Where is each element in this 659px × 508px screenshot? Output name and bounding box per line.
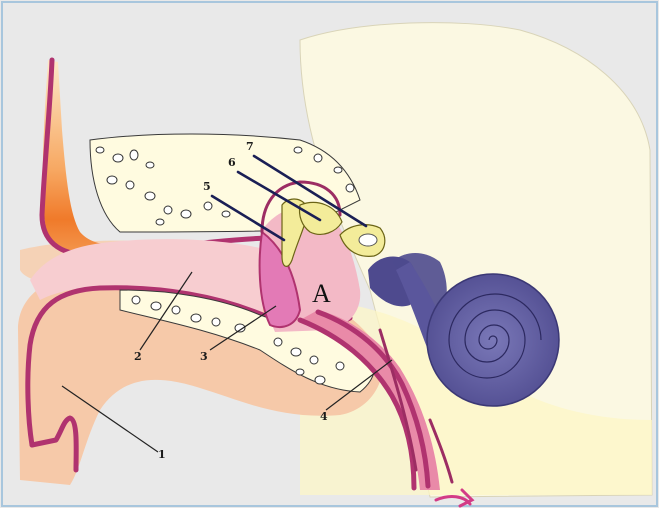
- oval-window: [359, 234, 377, 246]
- label-A: A: [312, 279, 331, 308]
- label-2: 2: [134, 350, 142, 363]
- label-7: 7: [246, 140, 254, 153]
- label-5: 5: [203, 180, 211, 193]
- label-3: 3: [200, 350, 208, 363]
- label-6: 6: [228, 156, 236, 169]
- label-1: 1: [158, 448, 166, 461]
- label-4: 4: [320, 410, 328, 423]
